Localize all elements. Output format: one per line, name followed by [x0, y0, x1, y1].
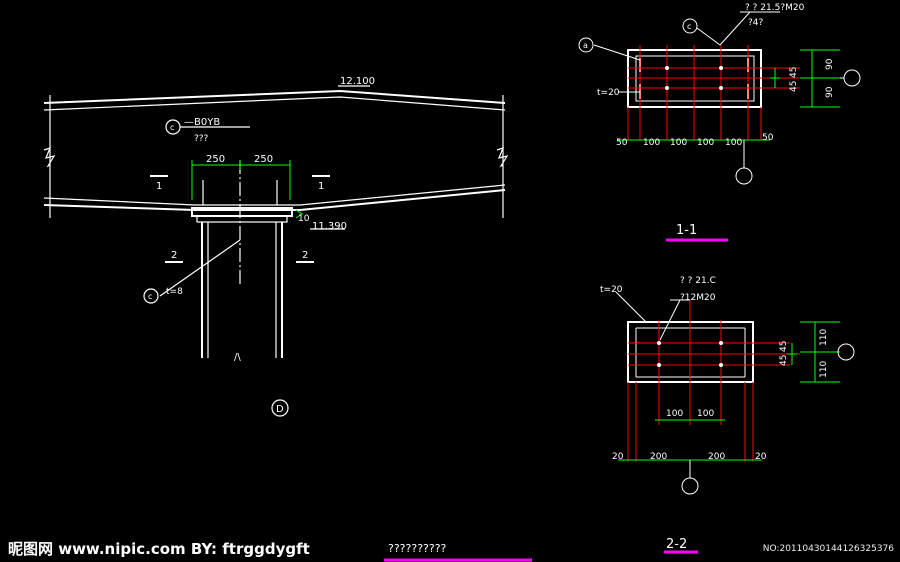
s2-axis-circle-bottom — [681, 477, 699, 495]
break-mark-text: /\ — [234, 352, 241, 363]
s1-bolt-note2: ?4? — [748, 18, 764, 28]
section-1-view — [578, 11, 861, 242]
top-level-offset-text: 10 — [298, 214, 310, 224]
dim-left-text: 250 — [206, 154, 225, 165]
footer-caption: ?????????? — [388, 542, 447, 555]
s2-dim-0: 20 — [612, 452, 624, 462]
s1-dim-0: 50 — [616, 138, 628, 148]
s2-dim-outer-1: 110 — [819, 361, 829, 378]
s1-title: 1-1 — [676, 223, 697, 238]
watermark: 昵图网 www.nipic.com BY: ftrggdygft — [8, 540, 310, 558]
section-1-labels: a c ? ? 21.5?M20 ?4? t=20 50 100 100 100… — [583, 3, 835, 238]
beam-callout-text: —B0YB — [184, 117, 220, 128]
bottom-level-text: 11.390 — [312, 221, 347, 232]
s1-axis-circle-right — [843, 69, 861, 87]
s2-dim-right-1: 45 — [779, 355, 789, 366]
s2-bolt-note2: ?12M20 — [680, 293, 716, 303]
s2-dim-inner-1: 100 — [697, 409, 714, 419]
circle-axis-d — [271, 399, 289, 417]
s1-dim-right-0: 45 — [789, 67, 799, 78]
s1-dim-right-1: 45 — [789, 81, 799, 92]
s2-dim-2: 200 — [708, 452, 725, 462]
beam-bottom-line-2 — [43, 184, 506, 206]
s1-axis-circle-bottom — [735, 167, 753, 185]
section-1-right-label: 1 — [318, 181, 324, 192]
image-id: NO:20110430144126325376 — [762, 544, 894, 554]
s1-bolt-note: ? ? 21.5?M20 — [745, 3, 805, 13]
s2-dim-1: 200 — [650, 452, 667, 462]
circle-c-elev — [165, 119, 181, 135]
left-break-mark — [43, 147, 56, 168]
section-2-left-label: 2 — [171, 250, 177, 261]
circle-c-col-text: c — [148, 292, 152, 301]
s1-dim-4: 100 — [725, 138, 742, 148]
col-thickness-text: t=8 — [166, 287, 183, 297]
s2-bolt-note: ? ? 21.C — [680, 276, 716, 286]
s2-dim-3: 20 — [755, 452, 767, 462]
s2-dim-right-0: 45 — [779, 341, 789, 352]
s2-title: 2-2 — [666, 537, 687, 552]
elevation-labels: 12.100 11.390 10 —B0YB ??? 250 250 1 1 2… — [148, 76, 375, 415]
beam-top-line — [43, 89, 506, 104]
beam-top-line-2 — [43, 96, 506, 111]
s1-dim-outer-0: 90 — [825, 58, 835, 70]
s1-dim-3: 100 — [697, 138, 714, 148]
s1-circle-a-text: a — [583, 41, 588, 50]
col-leader — [159, 239, 241, 297]
s2-axis-circle-right — [837, 343, 855, 361]
circle-c-elev-text: c — [170, 123, 174, 132]
s2-plate-thickness: t=20 — [600, 285, 623, 295]
dim-right-text: 250 — [254, 154, 273, 165]
right-break-mark — [496, 147, 509, 168]
s1-circle-c-text: c — [687, 22, 691, 31]
beam-bottom-line — [43, 189, 506, 211]
circle-c-col — [143, 288, 159, 304]
s1-circle-c — [682, 18, 698, 34]
s2-dim-inner-0: 100 — [666, 409, 683, 419]
s2-dim-outer-0: 110 — [819, 329, 829, 346]
elevation-dimensions — [191, 160, 303, 219]
s1-dim-1: 100 — [643, 138, 660, 148]
section-2-right-label: 2 — [302, 250, 308, 261]
s1-plate-thickness: t=20 — [597, 88, 620, 98]
top-level-text: 12.100 — [340, 76, 375, 87]
axis-d-text: D — [276, 404, 284, 415]
s1-dim-5: 50 — [762, 133, 774, 143]
beam-callout-sub: ??? — [194, 134, 209, 144]
elevation-view — [43, 85, 509, 417]
s1-dim-outer-1: 90 — [825, 86, 835, 98]
section-2-labels: t=20 ? ? 21.C ?12M20 100 100 20 200 200 … — [600, 276, 829, 552]
cap-plate-2 — [196, 215, 288, 223]
section-1-left-label: 1 — [156, 181, 162, 192]
section-2-view — [615, 291, 855, 554]
s1-circle-a — [578, 37, 594, 53]
s1-dim-2: 100 — [670, 138, 687, 148]
